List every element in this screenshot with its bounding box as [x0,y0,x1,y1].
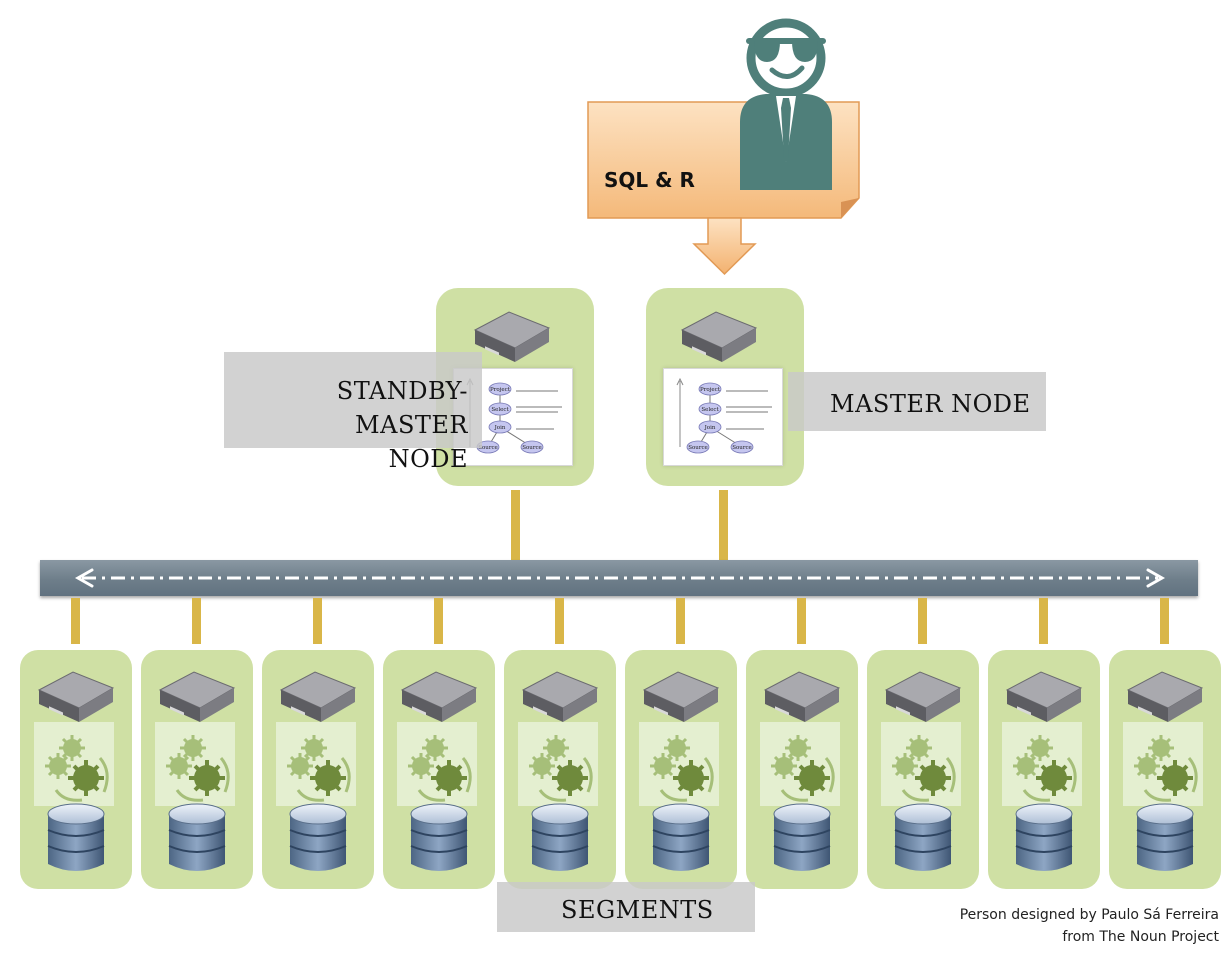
svg-text:Source: Source [732,445,752,451]
segment-process-panel [639,722,719,806]
attribution: Person designed by Paulo Sá Ferreira fro… [960,904,1219,948]
server-icon [521,671,599,722]
svg-text:Project: Project [490,387,511,393]
gears-icon [529,735,593,802]
server-icon [642,671,720,722]
segment-connector [676,598,685,644]
server-icon [680,311,758,362]
database-icon [1136,803,1194,871]
segment-process-panel [518,722,598,806]
database-icon [773,803,831,871]
segment-connector [918,598,927,644]
master-node-label: MASTER NODE [788,372,1046,431]
svg-text:Select: Select [491,407,509,413]
server-icon [473,311,551,362]
server-icon [884,671,962,722]
gears-icon [45,735,109,802]
segment-process-panel [760,722,840,806]
database-icon [289,803,347,871]
segment-connector [1160,598,1169,644]
standby-master-label-line2: NODE [388,445,468,473]
svg-text:Join: Join [704,425,716,431]
segments-label-text: SEGMENTS [561,896,714,924]
gears-icon [287,735,351,802]
segment-connector [555,598,564,644]
svg-text:Select: Select [701,407,719,413]
attribution-line2: from The Noun Project [1062,929,1219,945]
server-icon [1126,671,1204,722]
segment-process-panel [1123,722,1203,806]
segment-connector [313,598,322,644]
server-icon [279,671,357,722]
gears-icon [408,735,472,802]
segment-connector [192,598,201,644]
person-icon [740,18,832,190]
standby-master-label: STANDBY-MASTER NODE [224,352,482,473]
server-icon [400,671,478,722]
interconnect-arrow [74,568,1166,588]
gears-icon [892,735,956,802]
svg-text:Source: Source [522,445,542,451]
standby-connector [511,490,520,562]
master-node-label-text: MASTER NODE [830,390,1031,418]
database-icon [410,803,468,871]
database-icon [894,803,952,871]
gears-icon [771,735,835,802]
standby-master-label-line1: STANDBY-MASTER [336,377,468,439]
database-icon [652,803,710,871]
server-icon [763,671,841,722]
gears-icon [166,735,230,802]
segment-process-panel [397,722,477,806]
database-icon [168,803,226,871]
segment-connector [797,598,806,644]
segment-process-panel [276,722,356,806]
segment-process-panel [155,722,235,806]
segment-connector [71,598,80,644]
database-icon [47,803,105,871]
database-icon [1015,803,1073,871]
svg-text:Source: Source [688,445,708,451]
server-icon [37,671,115,722]
svg-text:Join: Join [494,425,506,431]
segment-connector [434,598,443,644]
master-connector [719,490,728,562]
database-icon [531,803,589,871]
segment-connector [1039,598,1048,644]
attribution-line1: Person designed by Paulo Sá Ferreira [959,907,1219,923]
svg-text:Project: Project [700,387,721,393]
segment-process-panel [34,722,114,806]
segments-label: SEGMENTS [497,882,755,932]
gears-icon [1013,735,1077,802]
gears-icon [650,735,714,802]
gears-icon [1134,735,1198,802]
sql-note-label: SQL & R [604,168,695,192]
svg-text:Source: Source [478,445,498,451]
segment-process-panel [881,722,961,806]
segment-process-panel [1002,722,1082,806]
interconnect-bar [40,560,1198,596]
server-icon [158,671,236,722]
server-icon [1005,671,1083,722]
